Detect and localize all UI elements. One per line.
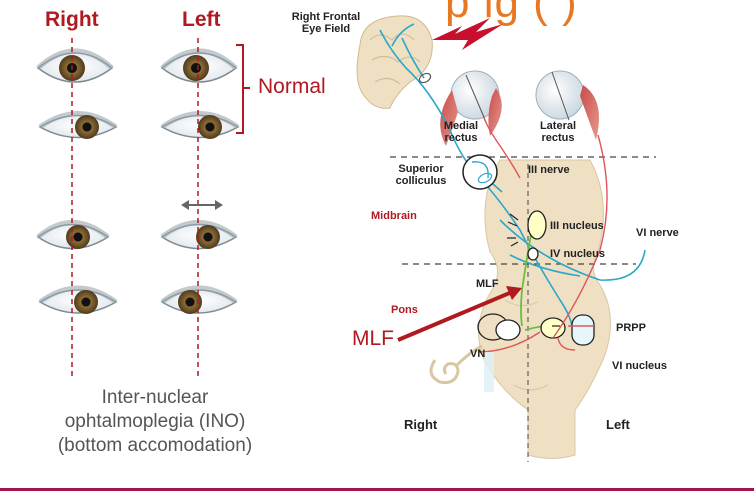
diagram-right-side-label: Right	[404, 417, 438, 432]
mlf-callout-arrow	[397, 290, 513, 342]
left-eye-globe	[535, 70, 585, 121]
eye-left-row2	[160, 111, 240, 139]
normal-bracket	[236, 44, 250, 134]
right-lateral-muscle	[440, 90, 458, 146]
frontal-eye-field-line2: Eye Field	[301, 23, 351, 35]
lateral-rectus-line2: rectus	[541, 132, 575, 144]
lateral-rectus-label: Lateral rectus	[528, 120, 588, 144]
left-lateral-muscle	[580, 85, 600, 140]
right-eye-header: Right	[45, 8, 99, 31]
frontal-eye-field-line1: Right Frontal	[291, 11, 361, 23]
ino-caption: Inter-nuclear ophtalmoplegia (INO) (bott…	[38, 386, 272, 458]
eye-right-row1	[36, 48, 114, 83]
red-nerves	[477, 117, 608, 353]
medial-rectus-label: Medial rectus	[436, 120, 486, 144]
projection-arrows	[507, 213, 560, 327]
mlf-small-label: MLF	[476, 278, 499, 290]
vestibular-swirl-icon	[429, 359, 460, 384]
eye-left-row3	[160, 220, 238, 250]
midbrain-label: Midbrain	[371, 210, 417, 222]
slide-title-fragment: p lg ( )	[445, 0, 578, 27]
superior-colliculus-line1: Superior	[398, 163, 444, 175]
iv-nucleus-icon	[527, 247, 539, 261]
lateral-rectus-line1: Lateral	[539, 120, 577, 132]
pons-label: Pons	[391, 304, 418, 316]
brainstem-shape	[478, 159, 611, 459]
vn-label: VN	[470, 348, 486, 360]
bottom-accent-bar	[0, 488, 754, 491]
frontal-eye-field-label: Right Frontal Eye Field	[276, 11, 376, 35]
normal-label: Normal	[258, 75, 326, 98]
gaze-arrow-icon	[181, 200, 223, 210]
medial-rectus-line2: rectus	[444, 132, 478, 144]
iii-nucleus-icon	[527, 210, 547, 240]
iii-nerve-label: III nerve	[528, 164, 570, 176]
diagram-left-side-label: Left	[606, 417, 630, 432]
superior-colliculus-line2: colliculus	[395, 175, 447, 187]
prpp-label: PRPP	[616, 322, 646, 334]
lightning-bolt-icon	[432, 18, 503, 50]
left-eye-header: Left	[182, 8, 221, 31]
prpp-icon	[571, 314, 595, 346]
caption-line-3: (bottom accomodation)	[57, 435, 253, 456]
mlf-callout-label: MLF	[352, 327, 394, 350]
caption-line-2: ophtalmoplegia (INO)	[64, 411, 246, 432]
vi-nerve-label: VI nerve	[636, 227, 679, 239]
eye-left-row4	[160, 285, 238, 314]
right-medial-muscle	[488, 88, 502, 136]
vi-nucleus-icon	[540, 317, 566, 339]
superior-colliculus-label: Superior colliculus	[386, 163, 456, 187]
eye-right-row2	[38, 111, 118, 139]
superior-colliculus-icon	[462, 154, 498, 190]
eye-right-row4	[38, 285, 118, 314]
eye-right-row3	[36, 220, 110, 250]
caption-line-1: Inter-nuclear	[101, 387, 209, 408]
iii-nucleus-label: III nucleus	[550, 220, 604, 232]
eye-left-row1	[160, 48, 238, 83]
vi-nucleus-label: VI nucleus	[612, 360, 668, 372]
medial-rectus-line1: Medial	[443, 120, 479, 132]
iv-nucleus-label: IV nucleus	[550, 248, 606, 260]
